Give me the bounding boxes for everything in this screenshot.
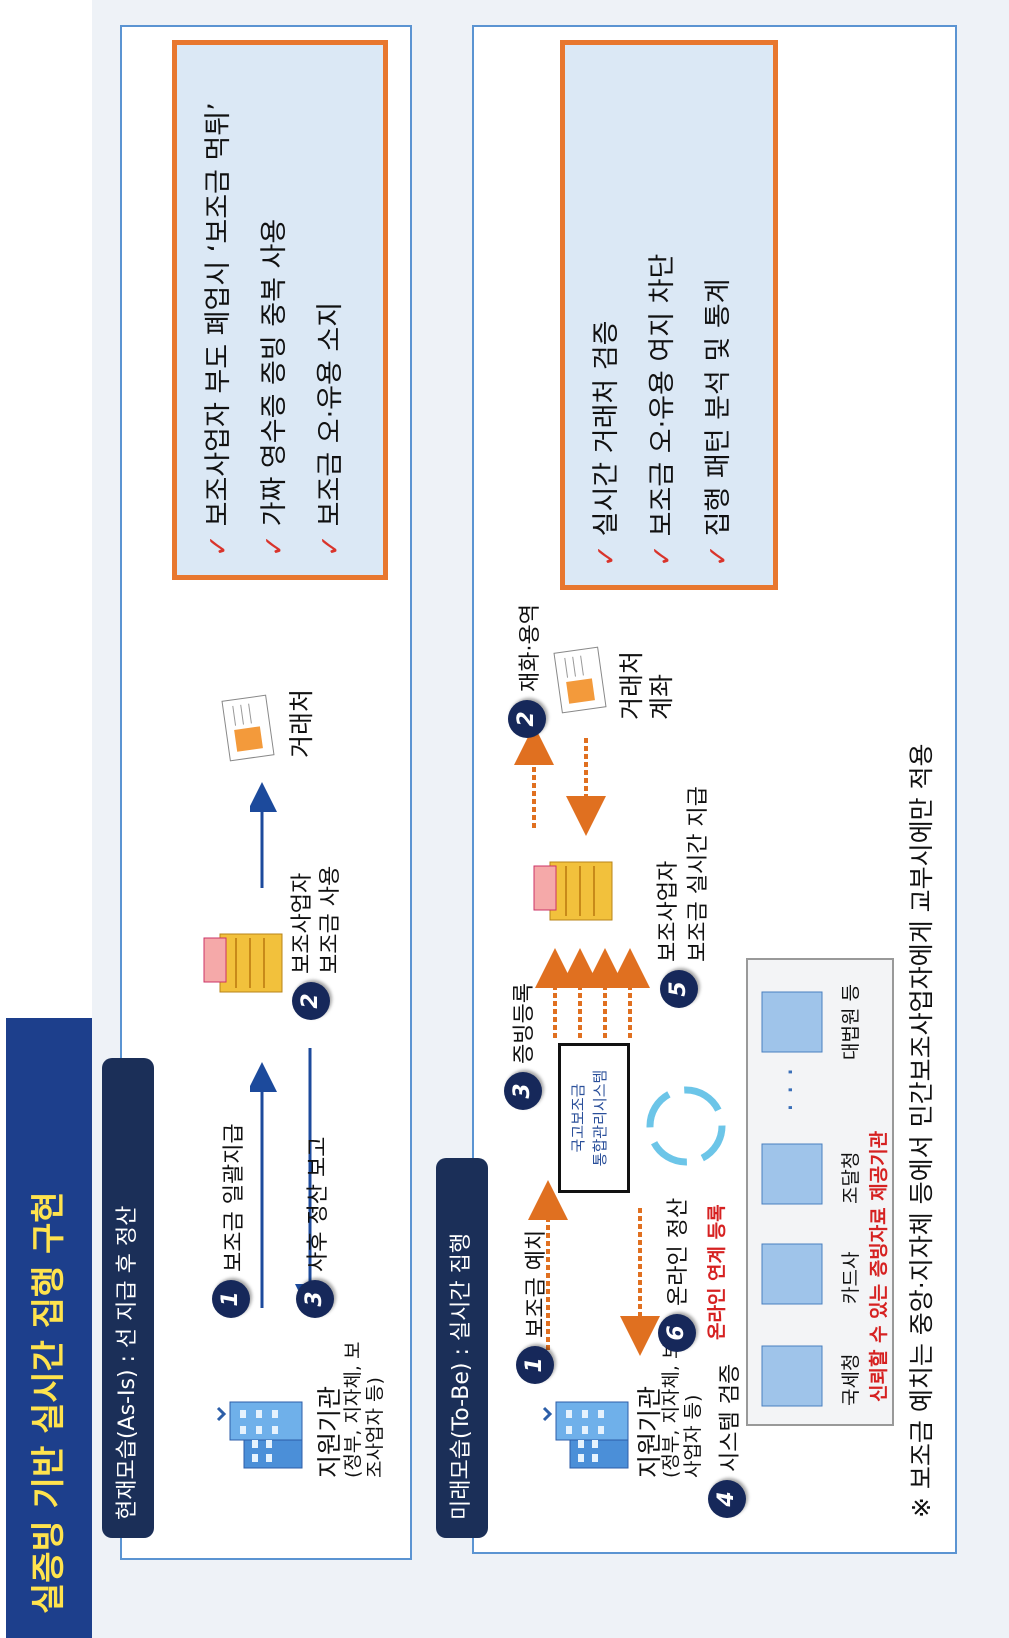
to-be-step2-label: 재화·용역 xyxy=(518,604,543,692)
building-icon xyxy=(542,1401,629,1469)
svg-text:· · ·: · · · xyxy=(774,1067,807,1112)
provider-card: 카드사 xyxy=(840,1251,862,1304)
footnote: ※ 보조금 예치는 중앙·지자체 등에서 민간보조사업자에게 교부시에만 적용 xyxy=(907,743,936,1518)
provider-pps: 조달청 xyxy=(840,1151,862,1204)
money-box-icon xyxy=(203,933,283,993)
check-icon: ✓ xyxy=(591,544,622,567)
to-be-step1-label: 보조금 예치 xyxy=(524,1229,549,1338)
to-be-vendor-label2: 계좌 xyxy=(647,673,676,720)
money-box-icon xyxy=(533,861,613,921)
sync-cycle-icon xyxy=(646,1086,726,1166)
provider-nts: 국세청 xyxy=(840,1353,862,1406)
to-be-step2-badge: 2 xyxy=(508,700,546,738)
check-icon: ✓ xyxy=(647,544,678,567)
to-be-note-1: ✓실시간 거래처 검증 xyxy=(591,320,622,567)
as-is-arrows xyxy=(250,782,325,1308)
providers-caption: 신뢰할 수 있는 증빙자료 제공기관 xyxy=(868,1130,890,1402)
provider-court: 대법원 등 xyxy=(840,984,862,1060)
to-be-note-3: ✓집행 패턴 분석 및 통계 xyxy=(703,278,734,567)
to-be-step1-badge: 1 xyxy=(516,1346,554,1384)
to-be-step6-badge: 6 xyxy=(658,1314,696,1352)
to-be-step3-label: 증빙등록 xyxy=(512,983,537,1064)
to-be-step5-label2: 보조금 실시간 지급 xyxy=(686,786,711,962)
to-be-step5-label1: 보조사업자 xyxy=(656,860,681,962)
to-be-step5-badge: 5 xyxy=(660,970,698,1008)
vendor-document-icon xyxy=(553,646,607,714)
to-be-step6-label: 온라인 정산 xyxy=(666,1197,691,1306)
online-link-label: 온라인 연계 등록 xyxy=(706,1204,728,1340)
check-icon: ✓ xyxy=(703,544,734,567)
vendor-document-icon xyxy=(221,694,275,762)
building-icon xyxy=(216,1401,303,1469)
to-be-benefits-box: ✓실시간 거래처 검증 ✓보조금 오·유용 여지 차단 ✓집행 패턴 분석 및 … xyxy=(560,40,778,590)
to-be-note-2: ✓보조금 오·유용 여지 차단 xyxy=(647,253,678,567)
provider-buildings: · · · xyxy=(761,991,823,1407)
to-be-step3-badge: 3 xyxy=(504,1072,542,1110)
subsidy-system-box: 국고보조금 통합관리시스템 xyxy=(558,1043,630,1193)
